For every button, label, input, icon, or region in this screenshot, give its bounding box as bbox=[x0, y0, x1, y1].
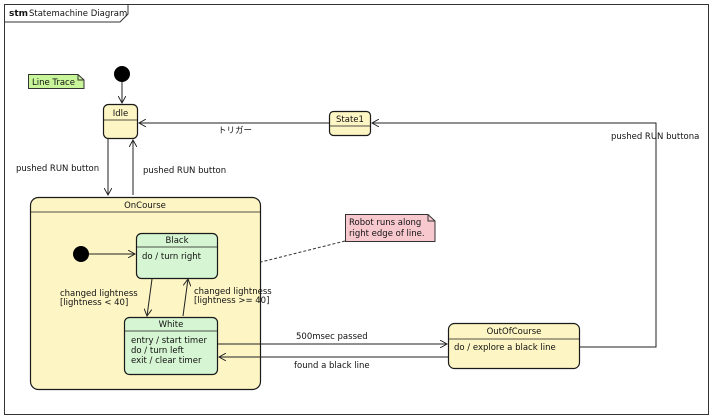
label-oncourse-to-idle: pushed RUN button bbox=[143, 166, 226, 176]
state-outofcourse-name: OutOfCourse bbox=[487, 327, 542, 337]
label-white-to-black-event: changed lightness bbox=[194, 287, 272, 297]
label-outofcourse-to-state1: pushed RUN buttona bbox=[611, 132, 699, 142]
transition-white-to-black bbox=[182, 279, 188, 317]
label-oncourse-to-outofcourse: 500msec passed bbox=[296, 332, 368, 342]
frame-title: Statemachine Diagram bbox=[29, 9, 127, 19]
note-box bbox=[345, 214, 436, 242]
state-outofcourse-activity: do / explore a black line bbox=[454, 343, 556, 353]
note-line-1: Robot runs along bbox=[349, 218, 421, 228]
state-white[interactable] bbox=[123, 316, 219, 376]
state-outofcourse[interactable] bbox=[447, 322, 581, 370]
state-idle-name: Idle bbox=[113, 109, 129, 119]
line-trace-tag-label: Line Trace bbox=[32, 78, 75, 88]
label-state1-to-idle: トリガー bbox=[218, 125, 252, 136]
label-white-to-black-guard: [lightness >= 40] bbox=[194, 296, 269, 306]
label-outofcourse-to-oncourse: found a black line bbox=[294, 361, 370, 371]
note-line-2: right edge of line. bbox=[349, 229, 425, 239]
state-white-activity-exit: exit / clear timer bbox=[131, 356, 202, 366]
state-black-activity: do / turn right bbox=[142, 252, 202, 262]
state-white-name: White bbox=[159, 320, 184, 330]
state-black[interactable] bbox=[135, 232, 219, 280]
state-state1[interactable] bbox=[328, 110, 372, 137]
line-trace-tag-fold bbox=[77, 74, 84, 81]
state-white-activity-entry: entry / start timer bbox=[131, 336, 207, 346]
label-black-to-white-guard: [lightness < 40] bbox=[60, 298, 128, 308]
label-idle-to-oncourse: pushed RUN button bbox=[16, 164, 99, 174]
frame-title-tab bbox=[4, 4, 129, 23]
state-state1-name: State1 bbox=[336, 115, 364, 125]
state-black-name: Black bbox=[166, 236, 189, 246]
note-anchor bbox=[260, 240, 346, 263]
transition-outofcourse-to-state1 bbox=[372, 123, 657, 348]
line-trace-tag bbox=[28, 74, 85, 89]
frame-keyword: stm bbox=[9, 9, 28, 19]
label-black-to-white-event: changed lightness bbox=[60, 289, 138, 299]
state-white-activity-do: do / turn left bbox=[131, 346, 184, 356]
note-fold bbox=[427, 214, 435, 222]
initial-node-inner bbox=[73, 246, 89, 262]
transition-black-to-white bbox=[147, 278, 153, 316]
initial-node-top bbox=[114, 66, 130, 82]
state-oncourse-name: OnCourse bbox=[124, 201, 166, 211]
state-idle[interactable] bbox=[102, 103, 139, 140]
